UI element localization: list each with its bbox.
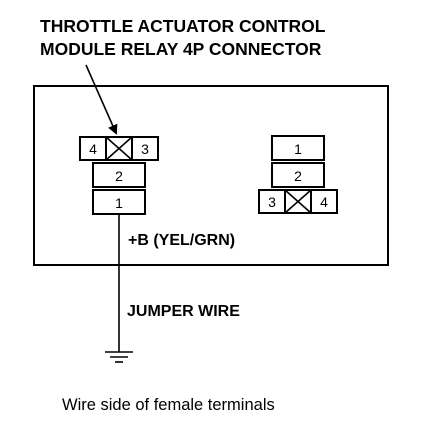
left-lock-cross-b: [105, 136, 133, 161]
left-pin-2-cell: [92, 162, 146, 188]
connector-title-line-2: MODULE RELAY 4P CONNECTOR: [40, 39, 322, 59]
leader-arrow: [85, 64, 118, 135]
right-pin-2-label: 2: [294, 168, 302, 184]
right-connector: 1 2 3 4: [258, 135, 338, 214]
left-pin-2-label: 2: [115, 168, 123, 184]
left-pin-4-label: 4: [89, 141, 97, 157]
right-pin-4-cell: [310, 189, 338, 214]
wire-label: +B (YEL/GRN): [128, 232, 235, 249]
right-pin-3-label: 3: [268, 194, 276, 210]
connector-frame: [33, 85, 389, 266]
left-pin-1-label: 1: [115, 195, 123, 211]
left-pin-3-cell: [131, 136, 159, 161]
jumper-wire-label: JUMPER WIRE: [127, 303, 240, 320]
ground-icon: [105, 351, 133, 363]
left-connector: 4 3 2 1: [79, 136, 159, 215]
caption: Wire side of female terminals: [62, 396, 275, 414]
left-pin-3-label: 3: [141, 141, 149, 157]
right-pin-2-cell: [271, 162, 325, 188]
connector-title-line-1: THROTTLE ACTUATOR CONTROL: [40, 16, 326, 36]
right-lock-cross-b: [284, 189, 312, 214]
right-pin-1-label: 1: [294, 141, 302, 157]
right-pin-1-cell: [271, 135, 325, 161]
left-pin-1-cell: [92, 189, 146, 215]
right-pin-4-label: 4: [320, 194, 328, 210]
